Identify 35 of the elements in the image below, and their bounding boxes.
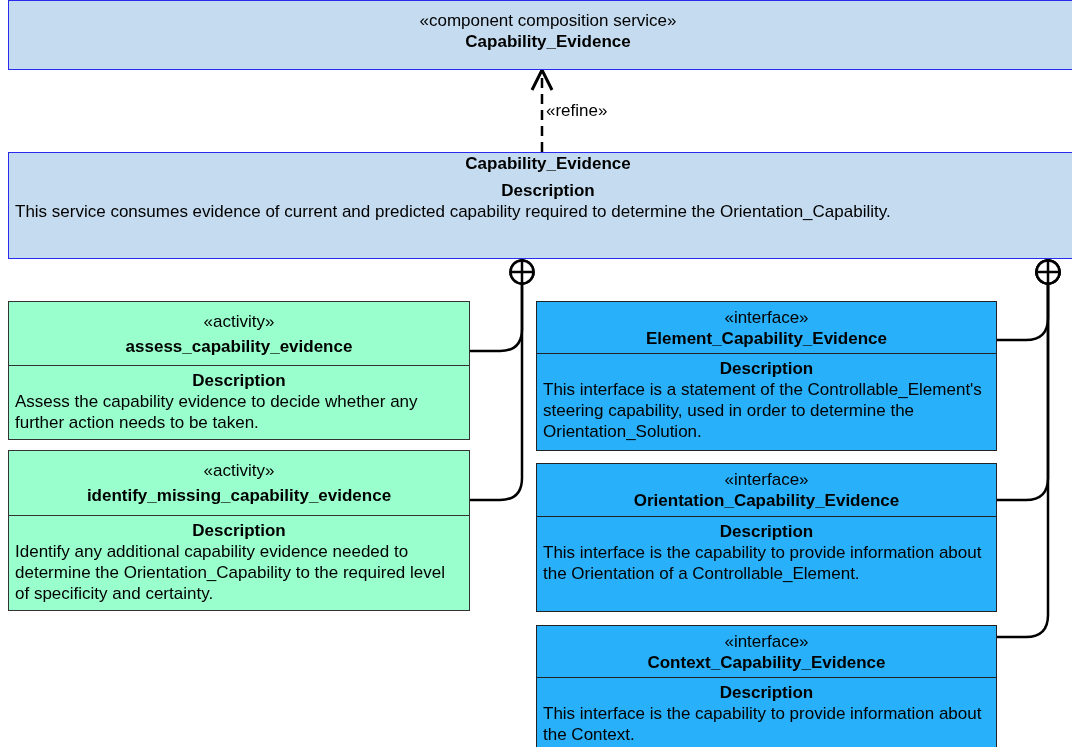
description-text: This interface is the capability to provide information about the Context. [542,703,983,745]
element-name: Element_Capability_Evidence [645,327,888,349]
element-name: identify_missing_capability_evidence [85,485,393,506]
interface-box [536,625,997,747]
element-name: assess_capability_evidence [124,335,354,357]
activity-box [8,301,470,440]
element-name: Capability_Evidence [464,31,632,52]
element-name: Capability_Evidence [464,153,632,174]
description-text: This interface is the capability to provide information about the Orientation of a Controllable_Element. [542,542,983,584]
element-name: Context_Capability_Evidence [646,651,887,673]
section-heading: Description [718,521,815,542]
description-text: This service consumes evidence of current and predicted capability required to determine the Orientation_Capability. [14,201,892,222]
section-heading: Description [718,358,815,379]
activity-box [8,450,470,611]
stereotype-label: «activity» [202,310,276,332]
section-heading: Description [191,520,287,541]
service-box [8,152,1072,259]
description-text: Identify any additional capability evidence needed to determine the Orientation_Capability to the required level of specificity and certainty. [14,541,446,604]
section-heading: Description [718,682,815,703]
refine-arrow [530,68,554,152]
service-box [8,0,1072,70]
element-name: Orientation_Capability_Evidence [632,490,901,511]
composition-connector [470,259,535,502]
composition-connector [997,259,1061,639]
stereotype-label: «interface» [723,469,810,490]
stereotype-label: «interface» [723,630,810,652]
stereotype-label: «component composition service» [418,10,678,31]
description-text: Assess the capability evidence to decide whether any further action needs to be taken. [14,391,419,433]
interface-box [536,463,997,612]
stereotype-label: «interface» [723,306,810,328]
description-text: This interface is a statement of the Controllable_Element's steering capability, used in order to determine the Orientation_Solution. [542,379,983,442]
stereotype-label: «activity» [202,460,276,481]
section-heading: Description [191,370,287,391]
section-heading: Description [500,180,596,201]
interface-box [536,301,997,451]
